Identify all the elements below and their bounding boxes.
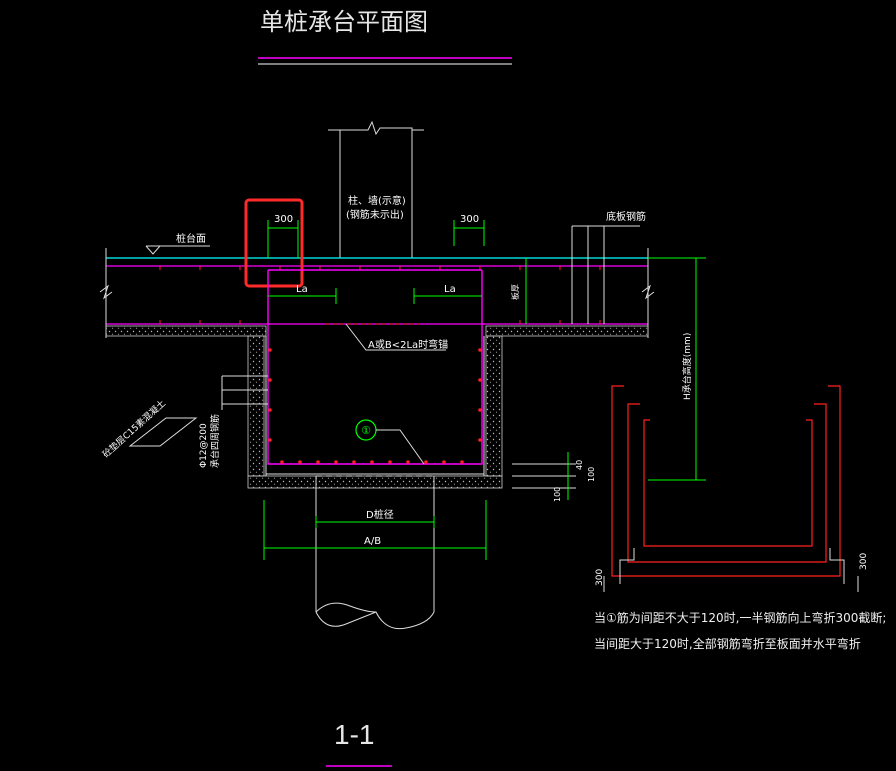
column-label-2: (钢筋未示出): [346, 208, 404, 221]
column-wall: [328, 120, 424, 258]
la-left-label: La: [296, 284, 308, 295]
ab-note-leader: [326, 323, 446, 351]
rebar-detail-white: [603, 548, 859, 592]
bottom-small-dims: [512, 452, 576, 500]
ab-dim: [263, 500, 487, 560]
slab: [99, 248, 655, 338]
rebar-detail: [611, 385, 841, 577]
rebar-spec-1: Φ12@200: [199, 423, 209, 468]
dim-300-right-label: 300: [460, 214, 479, 225]
pile: [315, 475, 435, 630]
dim-300-left: [267, 220, 299, 258]
rebar-spec-2: 承台四周钢筋: [209, 414, 221, 468]
bottom-rebar-label: 底板钢筋: [606, 210, 646, 223]
d-pile-label: D桩径: [366, 508, 394, 521]
pile-cap-body: [247, 335, 503, 489]
ab-label: A/B: [364, 536, 381, 547]
la-right-label: La: [444, 284, 456, 295]
cap-top-label: 桩台面: [176, 232, 206, 245]
highlight-box: [244, 198, 304, 288]
ab-note: A或B<2La时弯锚: [368, 338, 448, 351]
cap-reinforcement: [267, 269, 483, 465]
cap-height-dim: [648, 257, 706, 481]
dim-40: 40: [575, 460, 584, 470]
cap-top-marker: [145, 245, 210, 255]
side-rebar-leaders: [221, 375, 268, 410]
dim-300-right: [453, 220, 485, 246]
dim-100-b: 100: [553, 487, 562, 502]
slab-thickness-label: 板厚: [510, 284, 520, 300]
note-line-1: 当①筋为间距不大于120时,一半钢筋向上弯折300截断;: [594, 610, 886, 625]
dim-300-small-right: 300: [859, 553, 869, 570]
rebar-circle-leader: [376, 429, 425, 465]
protect-layer-symbol: [128, 417, 198, 447]
la-dims: [268, 288, 482, 304]
rebar-circle-label: ①: [361, 424, 371, 437]
dim-100-a: 100: [587, 467, 596, 482]
column-label-1: 柱、墙(示意): [348, 194, 406, 207]
dim-300-small-left: 300: [595, 569, 605, 586]
bottom-rebar-leader: [571, 225, 640, 324]
section-label: 1-1: [334, 719, 374, 750]
drawing-title: 单桩承台平面图: [260, 8, 428, 36]
cap-height-label: H承台高度(mm): [681, 333, 693, 400]
d-pile-dim: [315, 516, 435, 528]
note-line-2: 当间距大于120时,全部钢筋弯折至板面并水平弯折: [594, 636, 861, 651]
dim-300-left-label: 300: [274, 214, 293, 225]
protect-layer-label: 砼垫层C15素混凝土: [100, 397, 168, 460]
